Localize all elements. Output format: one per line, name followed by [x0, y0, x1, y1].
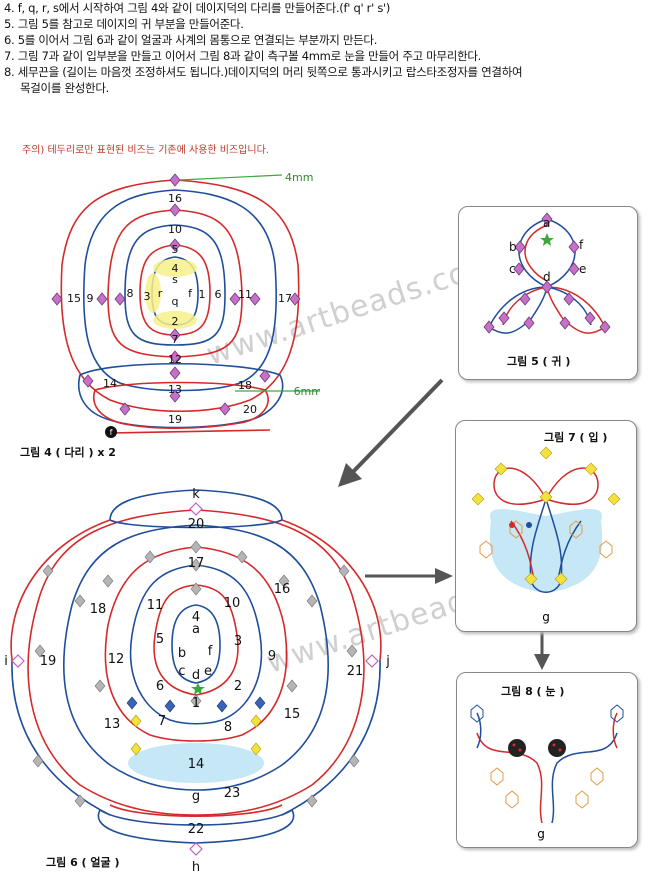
svg-text:3: 3 — [234, 634, 242, 649]
svg-text:8: 8 — [224, 720, 232, 735]
instruction-8: 8. 세무끈을 (길이는 마음껏 조정하셔도 됩니다.)데이지덕의 머리 뒷쪽으… — [4, 65, 523, 79]
svg-text:a: a — [543, 216, 550, 230]
instruction-6: 6. 5를 이어서 그림 6과 같이 얼굴과 사계의 몸통으로 연결되는 부분까… — [4, 33, 378, 47]
svg-text:10: 10 — [168, 223, 182, 236]
svg-text:f: f — [188, 287, 193, 300]
svg-text:9: 9 — [87, 292, 94, 305]
svg-text:23: 23 — [224, 786, 241, 801]
instruction-4: 4. f, q, r, s에서 시작하여 그림 4와 같이 데이지덕의 다리를 … — [4, 1, 391, 15]
svg-text:18: 18 — [90, 602, 107, 617]
svg-text:19: 19 — [40, 654, 57, 669]
figure-4-caption: 그림 4 ( 다리 ) x 2 — [20, 446, 116, 459]
svg-text:4: 4 — [192, 610, 200, 625]
svg-text:9: 9 — [268, 649, 276, 664]
svg-text:7: 7 — [158, 714, 166, 729]
svg-text:17: 17 — [188, 556, 205, 571]
svg-text:q: q — [172, 295, 179, 308]
svg-text:f: f — [579, 238, 584, 252]
svg-text:10: 10 — [224, 596, 241, 611]
figure-7-label-g: g — [542, 610, 550, 624]
svg-text:16: 16 — [168, 192, 182, 205]
svg-text:3: 3 — [144, 290, 151, 303]
svg-text:5: 5 — [172, 243, 179, 256]
svg-text:14: 14 — [103, 377, 117, 390]
svg-text:k: k — [192, 487, 200, 502]
svg-text:j: j — [385, 654, 390, 669]
svg-text:14: 14 — [188, 757, 205, 772]
figure-5-diagram: a bc fe d — [483, 212, 611, 334]
svg-text:11: 11 — [147, 598, 164, 613]
svg-text:s: s — [172, 273, 178, 286]
figure-7-caption: 그림 7 ( 입 ) — [544, 431, 608, 444]
svg-text:13: 13 — [168, 383, 182, 396]
svg-text:f: f — [208, 644, 213, 659]
svg-text:20: 20 — [243, 403, 257, 416]
instruction-5: 5. 그림 5를 참고로 데이지의 귀 부분을 만들어준다. — [4, 17, 244, 31]
svg-text:b: b — [178, 646, 186, 661]
arrow-icon — [338, 378, 444, 487]
svg-text:18: 18 — [238, 379, 252, 392]
arrow-icon — [365, 568, 453, 584]
svg-text:15: 15 — [67, 292, 81, 305]
figure-8-label-g: g — [537, 827, 545, 841]
label-6mm: 6mm — [294, 385, 320, 398]
figure-7-diagram: g — [471, 446, 621, 624]
svg-text:d: d — [192, 668, 200, 683]
warning-note: 주의) 테두리로만 표현된 비즈는 기존에 사용한 비즈입니다. — [22, 145, 269, 156]
svg-text:2: 2 — [172, 315, 179, 328]
figure-5-caption: 그림 5 ( 귀 ) — [507, 355, 571, 368]
svg-text:12: 12 — [108, 652, 125, 667]
svg-text:4: 4 — [172, 262, 179, 275]
svg-text:15: 15 — [284, 707, 301, 722]
arrow-icon — [534, 630, 550, 670]
svg-text:c: c — [509, 262, 516, 276]
svg-text:r: r — [158, 287, 163, 300]
instructions: 4. f, q, r, s에서 시작하여 그림 4와 같이 데이지덕의 다리를 … — [4, 0, 648, 96]
instruction-7: 7. 그림 7과 같이 입부분을 만들고 이어서 그림 8과 같이 측구볼 4m… — [4, 49, 481, 63]
svg-text:20: 20 — [188, 517, 205, 532]
svg-text:c: c — [178, 664, 185, 679]
figure-8-caption: 그림 8 ( 눈 ) — [501, 685, 565, 698]
svg-text:22: 22 — [188, 822, 205, 837]
figure-8-panel: 그림 8 ( 눈 ) g — [456, 672, 638, 848]
svg-text:d: d — [543, 270, 551, 284]
svg-text:19: 19 — [168, 413, 182, 426]
svg-text:7: 7 — [172, 333, 179, 346]
svg-text:h: h — [192, 860, 200, 875]
svg-text:e: e — [579, 262, 586, 276]
svg-text:6: 6 — [156, 679, 164, 694]
svg-text:16: 16 — [274, 582, 291, 597]
figure-8-diagram: g — [470, 704, 624, 841]
svg-text:5: 5 — [156, 632, 164, 647]
svg-text:21: 21 — [347, 664, 364, 679]
svg-text:1: 1 — [199, 288, 206, 301]
label-f-end: f — [110, 428, 113, 437]
svg-text:b: b — [509, 240, 517, 254]
svg-text:1: 1 — [192, 696, 200, 711]
svg-text:6: 6 — [215, 288, 222, 301]
figure-6-caption: 그림 6 ( 얼굴 ) — [46, 856, 120, 869]
svg-text:e: e — [204, 664, 212, 679]
instruction-8-cont: 목걸이를 완성한다. — [20, 81, 109, 95]
svg-text:a: a — [192, 622, 200, 637]
svg-text:12: 12 — [168, 353, 182, 366]
svg-text:2: 2 — [234, 679, 242, 694]
svg-text:13: 13 — [104, 717, 121, 732]
svg-text:8: 8 — [127, 287, 134, 300]
svg-text:g: g — [192, 789, 200, 804]
svg-text:11: 11 — [238, 288, 252, 301]
svg-text:i: i — [4, 654, 8, 669]
figure-7-panel: 그림 7 ( 입 ) g — [455, 420, 637, 632]
label-4mm: 4mm — [285, 171, 313, 184]
svg-text:17: 17 — [278, 292, 292, 305]
